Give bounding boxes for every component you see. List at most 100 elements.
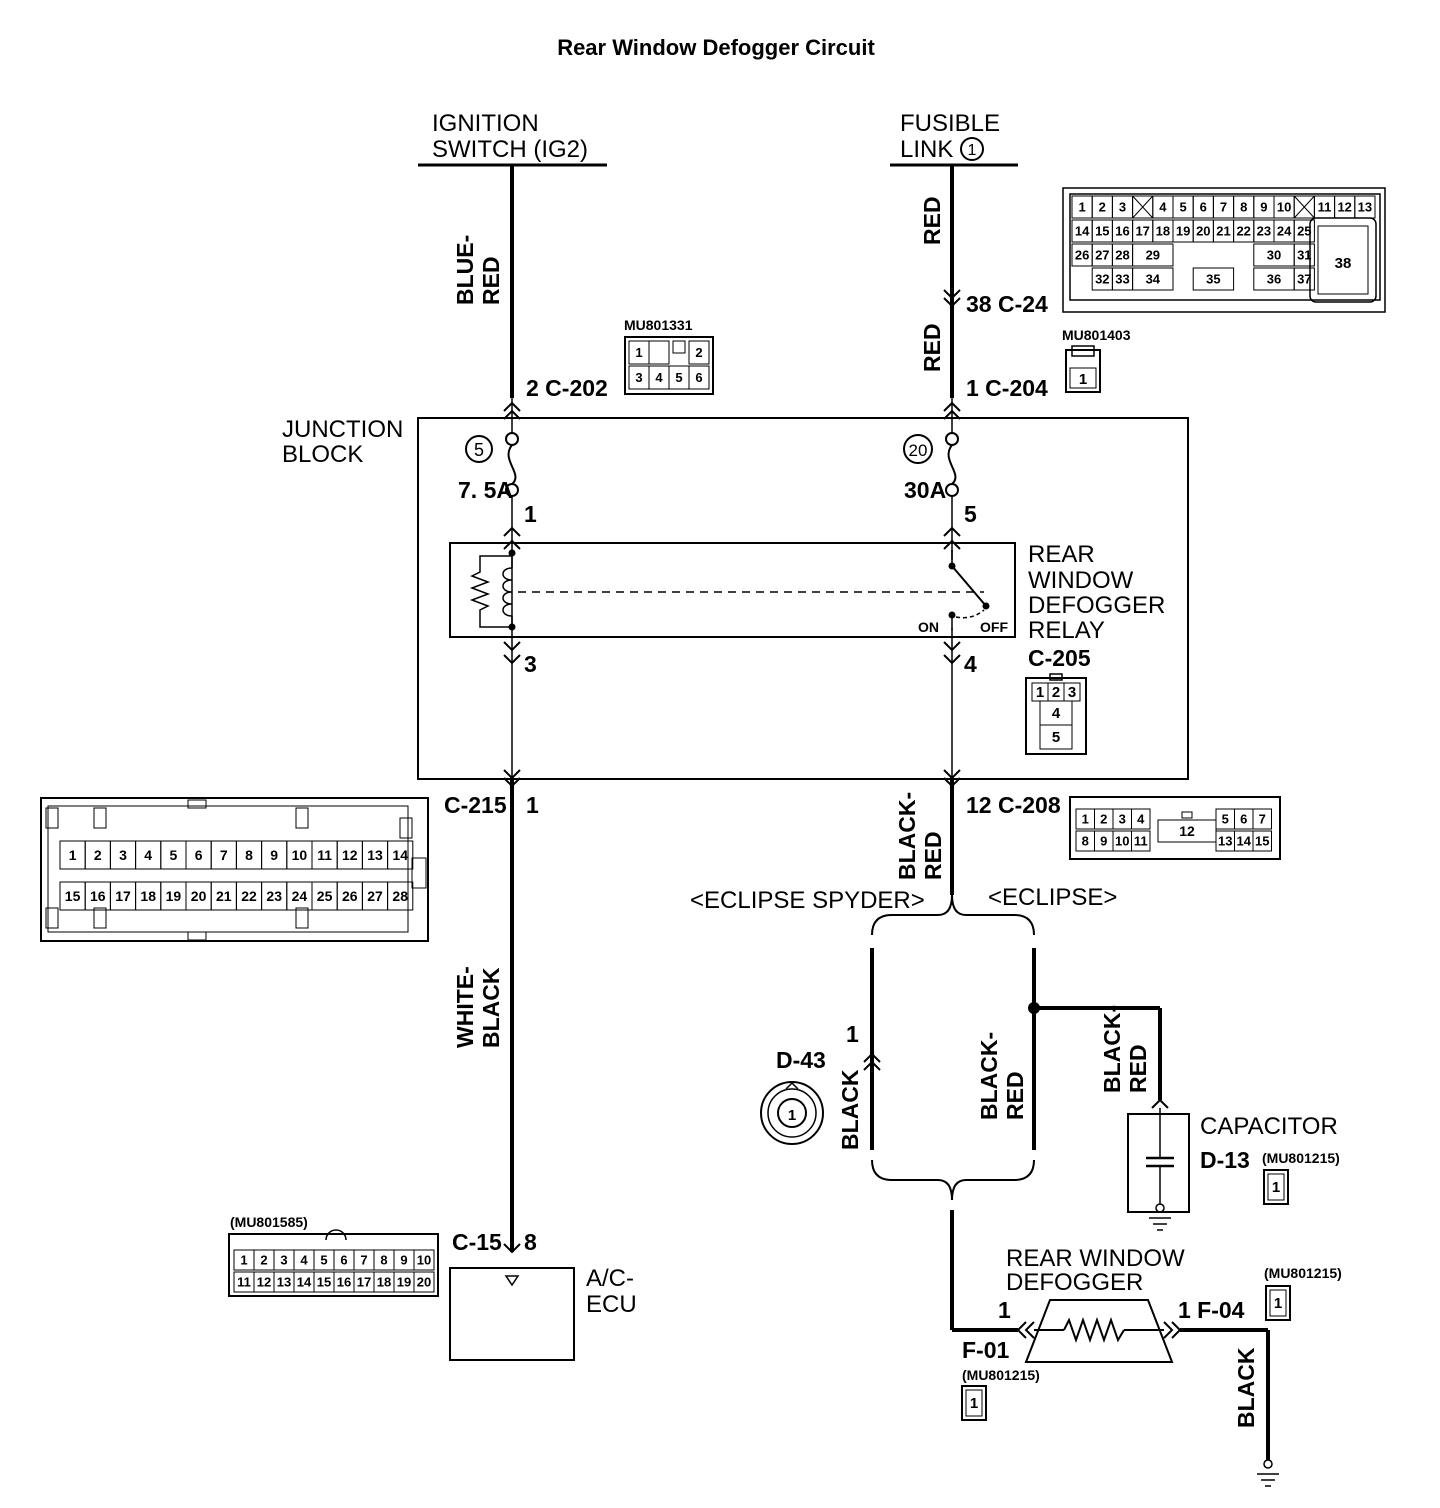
c24-pin-13: 13 — [1358, 200, 1372, 215]
c24-pin-16: 16 — [1115, 224, 1129, 239]
c202-pin-2: 2 — [695, 345, 702, 360]
c15-pin-12: 12 — [257, 1275, 271, 1290]
junction-block-label-1: JUNCTION — [282, 416, 403, 443]
label-d43: D-43 — [776, 1047, 826, 1073]
fusible-label-2: LINK — [900, 136, 953, 163]
wire-label-blue-red-1: BLUE- — [452, 235, 478, 305]
c24-pin-7: 7 — [1220, 200, 1227, 215]
c202-key-cell — [672, 340, 686, 354]
wire-label-black-red-c1: BLACK- — [1099, 1005, 1125, 1093]
c208-pin-7-cell — [1252, 808, 1272, 830]
c205-pin-5: 5 — [1052, 729, 1060, 746]
c15-pin-7: 7 — [360, 1253, 367, 1268]
c208-pin-12: 12 — [1179, 823, 1195, 839]
jb-pin-3: 3 — [524, 651, 537, 677]
part-mu801215-c: (MU801215) — [962, 1367, 1040, 1383]
c24-pin-31-cell — [1293, 243, 1315, 267]
d13-pin-1: 1 — [1272, 1179, 1280, 1196]
c15-pin-10: 10 — [417, 1253, 431, 1268]
c202-pin-1: 1 — [635, 345, 642, 360]
c24-pin-22: 22 — [1236, 224, 1250, 239]
c215-pin-6: 6 — [195, 847, 203, 863]
wire-label-blue-red-2: RED — [478, 256, 504, 305]
fuse-right-number: 20 — [909, 441, 928, 460]
c24-pin-31: 31 — [1297, 248, 1311, 263]
c202-pin-6: 6 — [695, 370, 702, 385]
c202-pin-5: 5 — [675, 370, 682, 385]
c24-pin-37-cell — [1293, 267, 1315, 291]
rear-window-defogger: REAR WINDOW DEFOGGER — [1006, 1245, 1185, 1363]
c15-pin-18: 18 — [377, 1275, 391, 1290]
d43-pin-number: 1 — [788, 1107, 796, 1124]
c24-pin-28: 28 — [1115, 248, 1129, 263]
label-f04: 1 F-04 — [1178, 1297, 1245, 1323]
relay-label-3: DEFOGGER — [1028, 592, 1165, 619]
fuse-left: 5 7. 5A — [458, 432, 519, 503]
part-mu801215-b: (MU801215) — [1264, 1265, 1342, 1281]
c24-pin-34-cell — [1132, 267, 1174, 291]
c202-pin-6-cell — [688, 365, 710, 390]
c15-pin-4: 4 — [300, 1253, 308, 1268]
c215-pin-16: 16 — [90, 888, 106, 904]
c208-pin-15-cell — [1252, 830, 1272, 852]
wire-label-black-red-b2: RED — [1002, 1071, 1028, 1120]
c24-pin-37: 37 — [1297, 272, 1311, 287]
c24-pin-9: 9 — [1260, 200, 1267, 215]
c24-pin-17: 17 — [1135, 224, 1149, 239]
f01-connector-view: 1 — [961, 1385, 987, 1421]
c24-pin-24: 24 — [1277, 224, 1292, 239]
wire-label-red-b: RED — [919, 323, 945, 372]
relay-on-label: ON — [918, 619, 939, 635]
c208-pin-4: 4 — [1137, 812, 1145, 827]
wires — [510, 165, 1270, 1460]
c208-pin-14: 14 — [1237, 834, 1252, 849]
c215-pin-9: 9 — [270, 847, 278, 863]
c215-pin-21: 21 — [216, 888, 232, 904]
fusible-label-1: FUSIBLE — [900, 110, 1000, 137]
wire-label-black-red-c2: RED — [1125, 1044, 1151, 1093]
c208-pin-3: 3 — [1119, 812, 1126, 827]
label-c215: C-215 — [444, 792, 507, 818]
c24-pin-8: 8 — [1240, 200, 1247, 215]
wire-label-black-a: BLACK — [837, 1069, 863, 1150]
relay-label-1: REAR — [1028, 541, 1095, 568]
c15-pin-20: 20 — [417, 1275, 431, 1290]
ecu-label-1: A/C- — [586, 1265, 634, 1292]
capacitor: CAPACITOR — [1127, 1108, 1338, 1231]
c215-pin-19: 19 — [166, 888, 182, 904]
c215-pin-20: 20 — [191, 888, 207, 904]
label-c202: 2 C-202 — [526, 375, 608, 401]
c24-pin-18: 18 — [1156, 224, 1170, 239]
c205-pin-4: 4 — [1052, 705, 1061, 722]
wire-label-white-black-2: BLACK — [478, 967, 504, 1048]
c24-pin-21: 21 — [1216, 224, 1230, 239]
c215-pin-18: 18 — [140, 888, 156, 904]
c215-pin-4: 4 — [144, 847, 152, 863]
c208-pin-2: 2 — [1100, 812, 1107, 827]
c15-pin-11: 11 — [237, 1275, 251, 1290]
c208-pin-9: 9 — [1100, 834, 1107, 849]
junction-block: JUNCTION BLOCK 5 7. 5A 20 30A 1 5 3 4 — [282, 416, 1189, 780]
c215-pin-1: 1 — [69, 847, 77, 863]
c15-pin-3: 3 — [280, 1253, 287, 1268]
c202-pin-4: 4 — [655, 370, 663, 385]
d43-connector: 1 — [760, 1081, 824, 1145]
c15-pin-1: 1 — [240, 1253, 247, 1268]
label-d13: D-13 — [1200, 1147, 1250, 1173]
c15-pin-2: 2 — [260, 1253, 267, 1268]
c24-pin-30: 30 — [1267, 248, 1281, 263]
relay-label: REAR WINDOW DEFOGGER RELAY C-205 — [1028, 541, 1165, 671]
c215-pin-12: 12 — [342, 847, 358, 863]
ground-symbol — [1257, 1459, 1279, 1487]
c24-pin-14: 14 — [1075, 224, 1090, 239]
f04-pin-1: 1 — [1274, 1295, 1282, 1312]
c215-pin-22: 22 — [241, 888, 257, 904]
c24-pin-3: 3 — [1119, 200, 1126, 215]
ac-ecu: A/C- ECU — [449, 1265, 637, 1361]
fuse-right-rating: 30A — [904, 477, 946, 503]
c202-pin-2-cell — [688, 340, 710, 365]
c24-pin-11: 11 — [1318, 200, 1332, 215]
label-c15-pin: 8 — [524, 1229, 537, 1255]
